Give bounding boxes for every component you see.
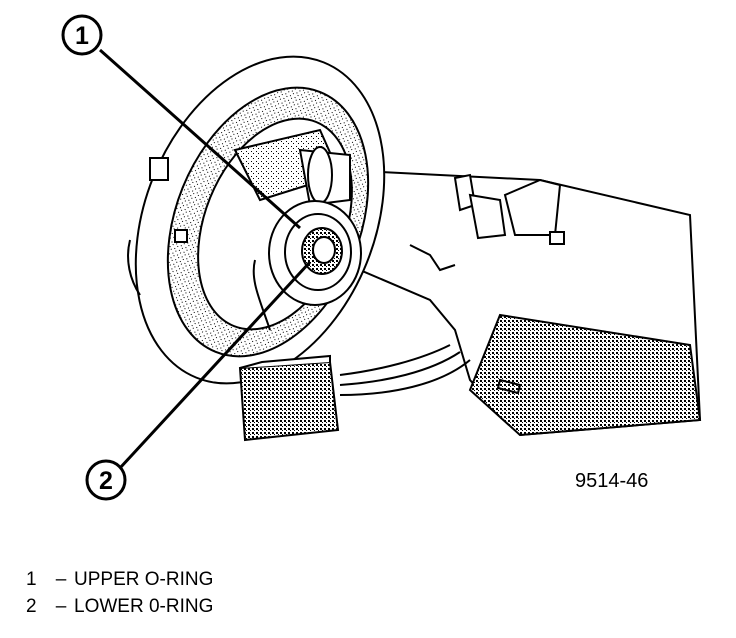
legend-separator: – [55, 596, 67, 617]
callout-2: 2 [85, 459, 127, 501]
callout-2-leader [118, 260, 312, 470]
callout-1: 1 [61, 14, 103, 56]
module-flange [134, 55, 386, 385]
legend-number: 1 [26, 569, 37, 590]
legend-label: LOWER 0-RING [74, 596, 214, 617]
callout-1-number: 1 [75, 22, 89, 50]
electrical-connector [238, 354, 340, 442]
legend-label: UPPER O-RING [74, 569, 214, 590]
reservoir-body [338, 168, 702, 437]
fuel-pump-module-illustration: 1 2 9514-46 [61, 14, 702, 501]
supply-tube [298, 146, 351, 207]
legend: 1–UPPER O-RING 2–LOWER 0-RING [26, 566, 213, 620]
legend-item: 2–LOWER 0-RING [26, 593, 213, 620]
wire-harness [127, 239, 471, 396]
figure-id: 9514-46 [575, 470, 648, 492]
legend-number: 2 [26, 596, 37, 617]
legend-item: 1–UPPER O-RING [26, 566, 213, 593]
callout-1-leader [99, 48, 301, 230]
callout-2-number: 2 [99, 467, 113, 495]
legend-separator: – [55, 569, 67, 590]
